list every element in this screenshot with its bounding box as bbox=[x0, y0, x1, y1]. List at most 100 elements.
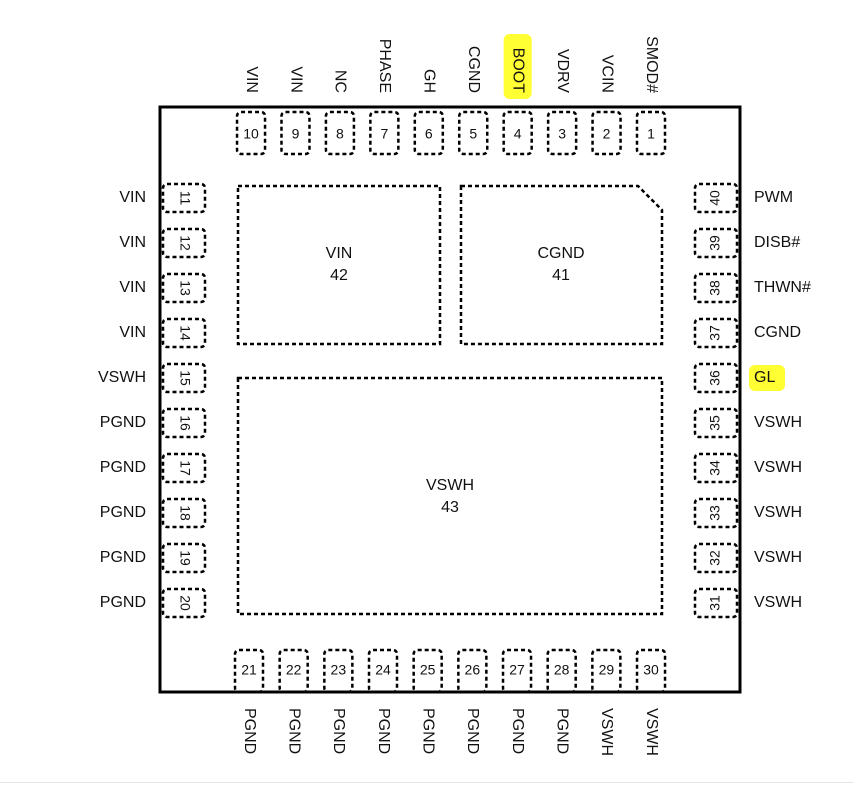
pin-28-label: PGND bbox=[553, 708, 570, 754]
pin-29-number: 29 bbox=[599, 662, 615, 678]
pin-16-number: 16 bbox=[177, 415, 193, 431]
pin-19-pad bbox=[161, 542, 207, 574]
pin-20-label: PGND bbox=[100, 594, 146, 611]
pin-3-pad bbox=[546, 110, 578, 156]
pin-5-pad bbox=[457, 110, 489, 156]
pin-35-pad bbox=[693, 407, 739, 439]
pin-11-pad bbox=[161, 182, 207, 214]
pin-36-number: 36 bbox=[707, 370, 723, 386]
pad-vin-number: 42 bbox=[330, 267, 348, 284]
pin-18-label: PGND bbox=[100, 504, 146, 521]
pin-27-label: PGND bbox=[509, 708, 526, 754]
pin-7-pad bbox=[369, 110, 400, 156]
pin-18-pad bbox=[161, 497, 207, 529]
pin-6-pad bbox=[413, 110, 445, 156]
pin-39-pad bbox=[693, 227, 739, 259]
pin-1-label: SMOD# bbox=[643, 36, 660, 93]
pin-32-pad bbox=[693, 542, 739, 574]
pin-5-label: CGND bbox=[465, 46, 482, 93]
pin-39-number: 39 bbox=[707, 235, 723, 251]
pin-12-label: VIN bbox=[119, 234, 146, 251]
pin-2-number: 2 bbox=[603, 126, 611, 142]
pin-23-pad bbox=[323, 648, 354, 694]
pin-10-pad bbox=[235, 110, 267, 156]
pin-33-number: 33 bbox=[707, 505, 723, 521]
pad-vswh-number: 43 bbox=[441, 499, 459, 516]
pin-8-label: NC bbox=[332, 70, 349, 93]
pin-4-label: BOOT bbox=[509, 48, 526, 94]
pin-31-label: VSWH bbox=[754, 594, 802, 611]
pin-32-number: 32 bbox=[707, 550, 723, 566]
pin-25-label: PGND bbox=[419, 708, 436, 754]
pin-35-label: VSWH bbox=[754, 414, 802, 431]
package-outline bbox=[158, 105, 742, 694]
pin-21-label: PGND bbox=[241, 708, 258, 754]
pin-38-label: THWN# bbox=[754, 279, 811, 296]
pin-38-pad bbox=[693, 272, 739, 304]
pin-23-number: 23 bbox=[331, 662, 347, 678]
pin-10-number: 10 bbox=[243, 126, 259, 142]
pad-vin-name: VIN bbox=[326, 245, 353, 262]
pins: 1SMOD#2VCIN3VDRV4BOOT5CGND6GH7PHASE8NC9V… bbox=[98, 34, 811, 756]
pin-39-label: DISB# bbox=[754, 234, 800, 251]
pin-36-label: GL bbox=[754, 369, 775, 386]
pin-40-label: PWM bbox=[754, 189, 793, 206]
pin-6-label: GH bbox=[421, 69, 438, 93]
pin-3-label: VDRV bbox=[554, 49, 571, 93]
pin-17-pad bbox=[161, 452, 207, 484]
pin-13-label: VIN bbox=[119, 279, 146, 296]
pin-27-number: 27 bbox=[509, 662, 525, 678]
pin-1-pad bbox=[635, 110, 667, 156]
pin-24-number: 24 bbox=[375, 662, 391, 678]
pin-33-label: VSWH bbox=[754, 504, 802, 521]
pin-15-label: VSWH bbox=[98, 369, 146, 386]
pin-16-label: PGND bbox=[100, 414, 146, 431]
pin-19-number: 19 bbox=[177, 550, 193, 566]
pin-3-number: 3 bbox=[558, 126, 566, 142]
divider bbox=[0, 782, 854, 783]
pin-29-pad bbox=[591, 648, 622, 694]
pin-20-pad bbox=[161, 587, 207, 619]
pin-37-label: CGND bbox=[754, 324, 801, 341]
pin-24-label: PGND bbox=[375, 708, 392, 754]
pin-25-number: 25 bbox=[420, 662, 436, 678]
pin-36-pad bbox=[693, 362, 739, 394]
pin-34-label: VSWH bbox=[754, 459, 802, 476]
pin-34-pad bbox=[693, 452, 739, 484]
pin-17-number: 17 bbox=[177, 460, 193, 476]
pin-14-label: VIN bbox=[119, 324, 146, 341]
pin-21-number: 21 bbox=[241, 662, 257, 678]
pin-9-pad bbox=[280, 110, 311, 156]
pin-5-number: 5 bbox=[469, 126, 477, 142]
pin-37-pad bbox=[693, 317, 739, 349]
pin-9-label: VIN bbox=[287, 66, 304, 93]
pin-4-highlight bbox=[503, 34, 532, 99]
pin-30-number: 30 bbox=[643, 662, 659, 678]
pin-40-pad bbox=[693, 182, 739, 214]
pin-38-number: 38 bbox=[707, 280, 723, 296]
pin-24-pad bbox=[367, 648, 399, 694]
pin-12-pad bbox=[161, 227, 207, 259]
pin-28-number: 28 bbox=[554, 662, 570, 678]
pin-30-label: VSWH bbox=[643, 708, 660, 756]
pin-2-label: VCIN bbox=[598, 55, 615, 93]
pin-30-pad bbox=[635, 648, 667, 694]
pin-2-pad bbox=[591, 110, 622, 156]
pin-35-number: 35 bbox=[707, 415, 723, 431]
pad-vswh-outline bbox=[236, 376, 664, 616]
pin-14-pad bbox=[161, 317, 207, 349]
pad-cgnd-outline bbox=[459, 184, 664, 346]
pad-cgnd-number: 41 bbox=[552, 267, 570, 284]
pin-8-number: 8 bbox=[336, 126, 344, 142]
pin-11-label: VIN bbox=[119, 189, 146, 206]
pin-36-highlight bbox=[749, 365, 785, 391]
pin-8-pad bbox=[324, 110, 356, 156]
pin-31-number: 31 bbox=[707, 595, 723, 611]
pin-32-label: VSWH bbox=[754, 549, 802, 566]
pin-6-number: 6 bbox=[425, 126, 433, 142]
pin-1-number: 1 bbox=[647, 126, 655, 142]
pin-27-pad bbox=[501, 648, 533, 694]
pin-15-pad bbox=[161, 362, 207, 394]
pin-40-number: 40 bbox=[707, 190, 723, 206]
